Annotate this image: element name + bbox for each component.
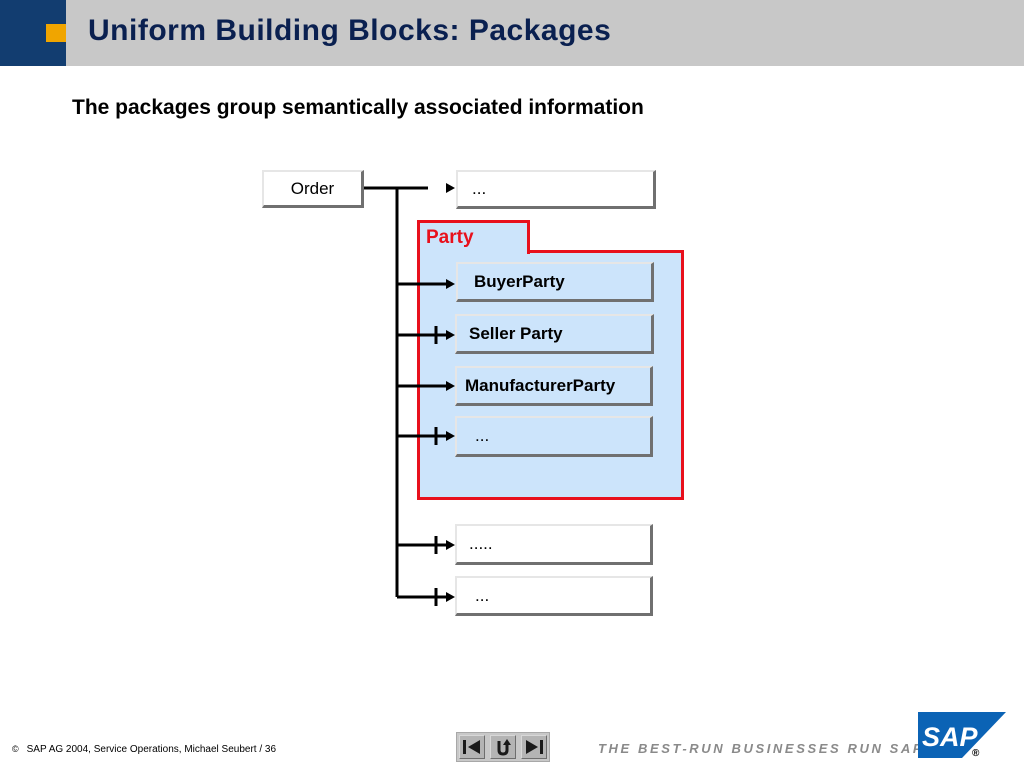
top-ellipsis-box: ... bbox=[456, 170, 656, 209]
copyright-icon: © bbox=[12, 744, 19, 754]
manufacturer-party-label: ManufacturerParty bbox=[465, 375, 616, 395]
more-label-2: ... bbox=[475, 585, 490, 605]
more-label-1: ..... bbox=[469, 534, 493, 553]
footer-tagline: THE BEST-RUN BUSINESSES RUN SAP bbox=[598, 741, 925, 756]
slide-subtitle: The packages group semantically associat… bbox=[72, 96, 644, 119]
title-bar bbox=[0, 0, 1024, 66]
slide-title: Uniform Building Blocks: Packages bbox=[88, 14, 612, 47]
sap-logo-registered: ® bbox=[972, 748, 980, 759]
connector-arrowheads bbox=[446, 183, 455, 602]
return-button[interactable] bbox=[489, 735, 516, 759]
order-label: Order bbox=[290, 178, 335, 198]
arrow-buyer-icon bbox=[446, 279, 455, 289]
next-triangle-icon bbox=[525, 740, 543, 754]
seller-party-box: Seller Party bbox=[455, 314, 654, 354]
arrow-more-1-icon bbox=[446, 540, 455, 550]
copyright-text: SAP AG 2004, Service Operations, Michael… bbox=[26, 744, 277, 755]
arrow-seller-icon bbox=[446, 330, 455, 340]
party-package-label: Party bbox=[417, 220, 530, 254]
previous-slide-button[interactable] bbox=[459, 735, 486, 759]
return-arrow-icon bbox=[497, 739, 511, 756]
more-box-2: ... bbox=[455, 576, 653, 616]
order-box: Order bbox=[262, 170, 364, 208]
arrow-manufacturer-icon bbox=[446, 381, 455, 391]
arrow-more-2-icon bbox=[446, 592, 455, 602]
more-box-1: ..... bbox=[455, 524, 653, 565]
slide-navigation bbox=[456, 732, 550, 762]
footer-copyright: © SAP AG 2004, Service Operations, Michae… bbox=[12, 744, 276, 755]
package-ellipsis-box: ... bbox=[455, 416, 653, 457]
connector-lines bbox=[363, 186, 450, 599]
seller-party-label: Seller Party bbox=[469, 323, 563, 343]
top-ellipsis-label: ... bbox=[472, 179, 487, 198]
arrow-more-icon bbox=[446, 431, 455, 441]
buyer-party-box: BuyerParty bbox=[456, 262, 654, 302]
buyer-party-label: BuyerParty bbox=[474, 271, 565, 291]
sap-logo: SAP ® bbox=[918, 712, 1006, 759]
manufacturer-party-box: ManufacturerParty bbox=[455, 366, 653, 406]
arrow-top-icon bbox=[446, 183, 455, 193]
package-ellipsis-label: ... bbox=[475, 426, 490, 445]
sap-logo-text: SAP bbox=[922, 722, 979, 752]
next-slide-button[interactable] bbox=[520, 735, 547, 759]
title-square-icon bbox=[46, 24, 66, 42]
previous-triangle-icon bbox=[463, 740, 481, 754]
